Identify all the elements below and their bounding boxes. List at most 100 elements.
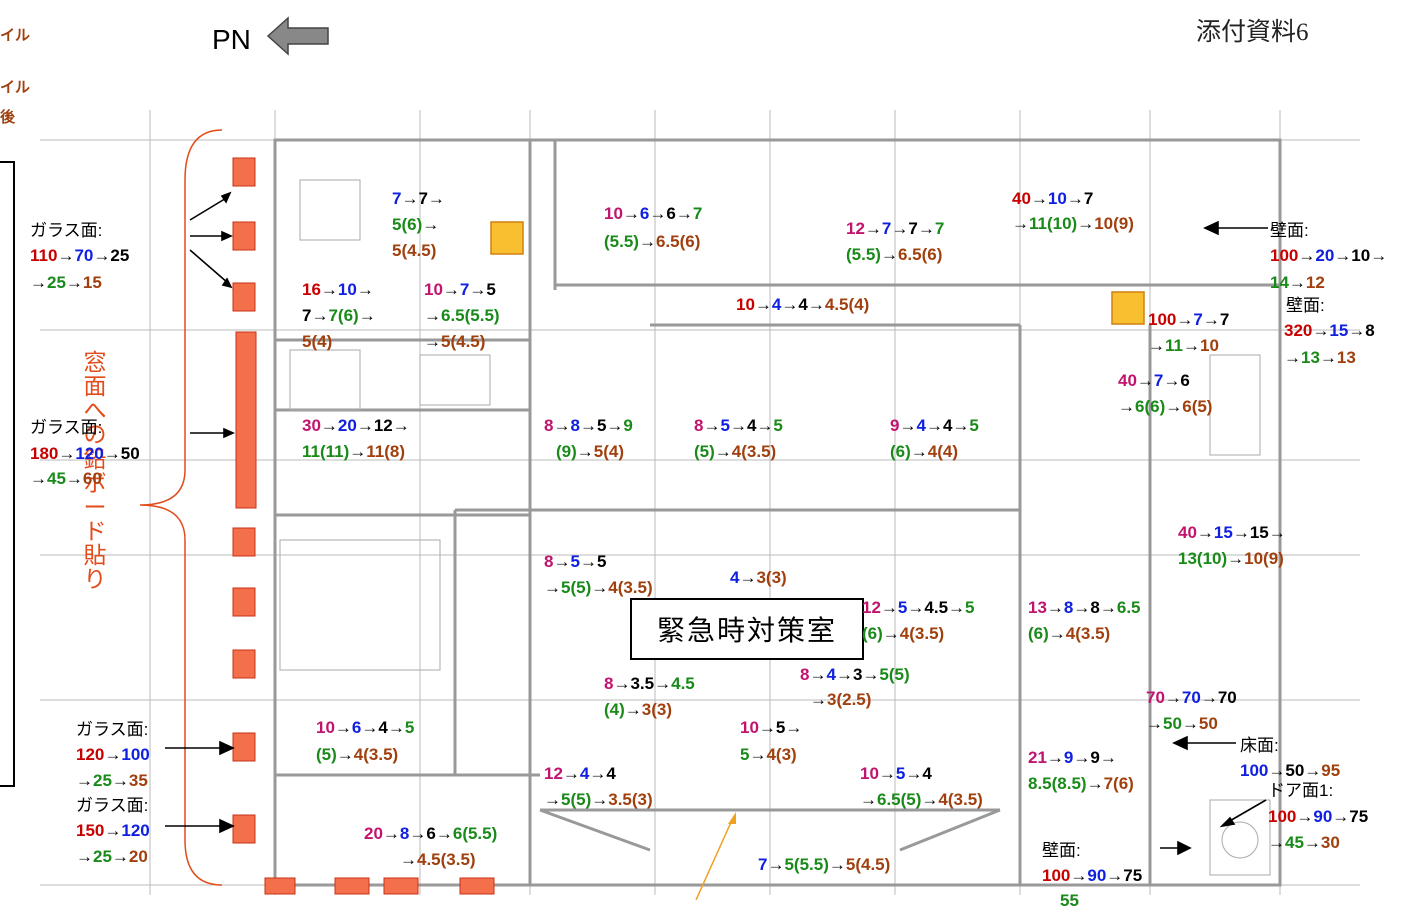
dose-value-segment: 6.5(6)	[897, 245, 943, 264]
dose-value-segment: →	[334, 718, 352, 737]
dose-value-segment: 4(4)	[927, 442, 959, 461]
dose-value-line: 8.5(8.5)→7(6)	[1028, 775, 1134, 792]
dose-value-segment: →25	[93, 246, 130, 265]
dose-value-segment: →	[1012, 214, 1029, 233]
dose-value-segment: →	[878, 764, 896, 783]
dose-value-segment: 6.5(5)	[877, 790, 922, 809]
dose-value-segment: 9	[890, 416, 900, 435]
dose-value-line: →25→20	[76, 848, 148, 865]
dose-value-segment: →	[809, 665, 827, 684]
dose-value-line: 5(4.5)	[392, 242, 436, 259]
dose-value-segment: →12→	[356, 416, 410, 435]
dose-value-line: (6)→4(3.5)	[862, 625, 944, 642]
dose-value-segment: 25	[93, 771, 112, 790]
dose-value-segment: 10	[740, 718, 759, 737]
dose-value-line: 12→4→4	[544, 765, 616, 782]
dose-value-segment: 5	[570, 552, 580, 571]
dose-value-segment: →	[749, 745, 767, 764]
dose-value-segment: 5(4)	[302, 332, 333, 351]
dose-value-segment: →	[576, 442, 594, 461]
dose-value-segment: 10	[316, 718, 335, 737]
dose-value-line: 320→15→8	[1284, 322, 1375, 339]
dose-value-segment: 15	[1213, 523, 1233, 542]
dose-value-segment: 8	[570, 416, 580, 435]
dose-value-segment: →	[591, 790, 609, 809]
dose-value-line: (6)→4(4)	[890, 443, 958, 460]
dose-value-segment: 50	[1198, 714, 1218, 733]
door-surface-label: ドア面1:	[1268, 781, 1334, 800]
dose-value-segment: →	[921, 790, 939, 809]
dose-value-segment: →	[1046, 598, 1064, 617]
dose-value-segment: 4(3.5)	[1065, 624, 1111, 643]
dose-value-line: (6)→4(3.5)	[1028, 625, 1110, 642]
dose-value-segment: →	[320, 280, 338, 299]
dose-value-segment: 12	[544, 764, 563, 783]
dose-value-segment: 7	[758, 855, 768, 874]
dose-value-segment: →	[104, 745, 122, 764]
dose-value-segment: →4→	[781, 295, 825, 314]
dose-value-line: →11→10	[1148, 337, 1219, 354]
dose-value-segment: 13(10)	[1178, 549, 1228, 568]
dose-value-line: →3(2.5)	[810, 691, 871, 708]
dose-value-segment: →4→	[925, 416, 970, 435]
dose-value-line: 180→120→50	[30, 445, 140, 462]
dose-value-segment: →	[754, 295, 772, 314]
dose-value-segment: →	[1030, 189, 1048, 208]
dose-value-line: 10→5→	[740, 719, 802, 736]
dose-value-segment: →4	[589, 764, 616, 783]
dose-value-line: 7→5(5.5)→5(4.5)	[758, 856, 890, 873]
dose-value-segment: 5	[897, 598, 908, 617]
dose-value-segment: 5(5)	[561, 578, 592, 597]
dose-value-segment: →75	[1332, 807, 1369, 826]
dose-value-segment: 7(6)	[1103, 774, 1134, 793]
dose-value-segment: 8	[800, 665, 810, 684]
dose-value-line: 5(4)	[302, 333, 332, 350]
dose-value-segment: →	[544, 578, 561, 597]
glass-surface-label: ガラス面:	[76, 720, 149, 739]
dose-value-segment: 6	[639, 204, 650, 223]
dose-value-segment: →	[880, 598, 898, 617]
dose-value-segment: →7→	[891, 219, 935, 238]
dose-value-line: 16→10→	[302, 281, 374, 298]
dose-value-segment: →	[1312, 321, 1330, 340]
dose-value-segment: →	[899, 416, 917, 435]
dose-value-segment: (6)	[862, 624, 883, 643]
dose-value-segment: 3(2.5)	[827, 690, 872, 709]
dose-value-segment: →	[1077, 214, 1095, 233]
dose-value-line: →45→60	[30, 470, 102, 487]
dose-value-segment: 5(6)	[392, 215, 423, 234]
dose-value-segment: →	[910, 442, 928, 461]
dose-value-segment: 10	[1047, 189, 1067, 208]
dose-value-segment: 4(3.5)	[353, 745, 399, 764]
dose-value-segment: →	[562, 764, 580, 783]
dose-value-segment: 13	[1028, 598, 1047, 617]
dose-value-segment: 60	[82, 469, 102, 488]
dose-value-segment: 95	[1321, 761, 1341, 780]
dose-value-segment: 15	[1329, 321, 1349, 340]
dose-value-segment: →	[1165, 397, 1183, 416]
dose-value-line: →13→13	[1284, 349, 1356, 366]
dose-value-segment: 6(5)	[1182, 397, 1213, 416]
dose-value-segment: 4	[916, 416, 926, 435]
dose-value-segment: →50	[103, 444, 140, 463]
dose-value-segment: →	[1319, 348, 1337, 367]
dose-value-segment: →	[1118, 397, 1135, 416]
dose-value-segment: 70	[74, 246, 94, 265]
dose-value-line: 100→90→75	[1268, 808, 1368, 825]
dose-value-segment: →50→	[1268, 761, 1322, 780]
dose-value-line: 8→4→3→5(5)	[800, 666, 910, 683]
dose-value-line: →50→50	[1146, 715, 1218, 732]
dose-value-line: →5(5)→4(3.5)	[544, 579, 653, 596]
dose-value-segment: 7	[392, 189, 402, 208]
dose-value-segment: 8	[544, 552, 554, 571]
dose-value-segment: →	[1298, 246, 1316, 265]
dose-value-segment: 10	[736, 295, 755, 314]
dose-value-segment: →	[30, 469, 47, 488]
dose-value-segment: →	[591, 578, 609, 597]
dose-value-segment: →	[703, 416, 721, 435]
dose-value-segment: 30	[1320, 833, 1340, 852]
dose-value-segment: →5	[579, 552, 607, 571]
dose-value-segment: 9	[1063, 748, 1074, 767]
dose-value-segment: →	[30, 273, 47, 292]
dose-value-segment: 6.5(5.5)	[441, 306, 500, 325]
